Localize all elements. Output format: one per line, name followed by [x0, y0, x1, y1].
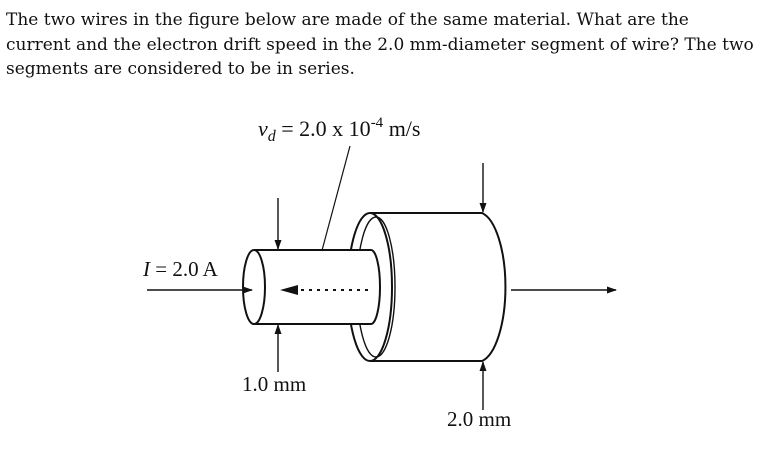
- drift-unit: m/s: [383, 116, 420, 141]
- electron-drift-arrowhead: [280, 285, 298, 295]
- large-cylinder: [370, 212, 507, 362]
- drift-symbol: v: [258, 116, 268, 141]
- drift-exponent: -4: [371, 115, 384, 131]
- current-symbol: I: [142, 257, 151, 281]
- current-value: = 2.0 A: [150, 257, 219, 281]
- small-cylinder: [254, 249, 381, 325]
- drift-subscript: d: [268, 128, 277, 145]
- drift-value: = 2.0 x 10: [276, 116, 371, 141]
- small-cylinder-face: [242, 249, 266, 325]
- current-label: I = 2.0 A: [142, 257, 219, 281]
- question-text: The two wires in the figure below are ma…: [6, 10, 754, 79]
- small-diameter-label: 1.0 mm: [242, 372, 306, 396]
- drift-speed-label: vd = 2.0 x 10-4 m/s: [258, 115, 420, 145]
- large-diameter-label: 2.0 mm: [447, 407, 511, 431]
